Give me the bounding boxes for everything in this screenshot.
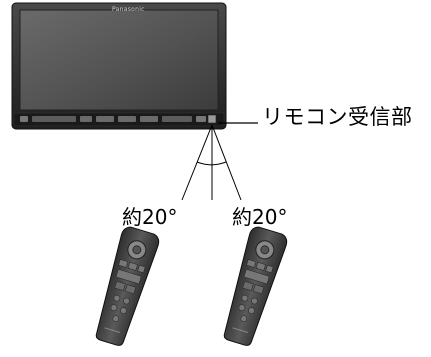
receiver-label: リモコン受信部 <box>262 105 413 129</box>
remote-receiver-sensor <box>207 114 217 124</box>
remote-control-left <box>95 226 160 346</box>
angle-indicator <box>181 124 242 201</box>
head-unit <box>11 2 227 130</box>
brand-logo: Panasonic <box>112 6 145 13</box>
angle-label-right: 約20° <box>232 205 288 229</box>
angle-label-left: 約20° <box>122 205 178 229</box>
display-screen <box>19 9 219 111</box>
remote-control-right <box>223 226 288 346</box>
